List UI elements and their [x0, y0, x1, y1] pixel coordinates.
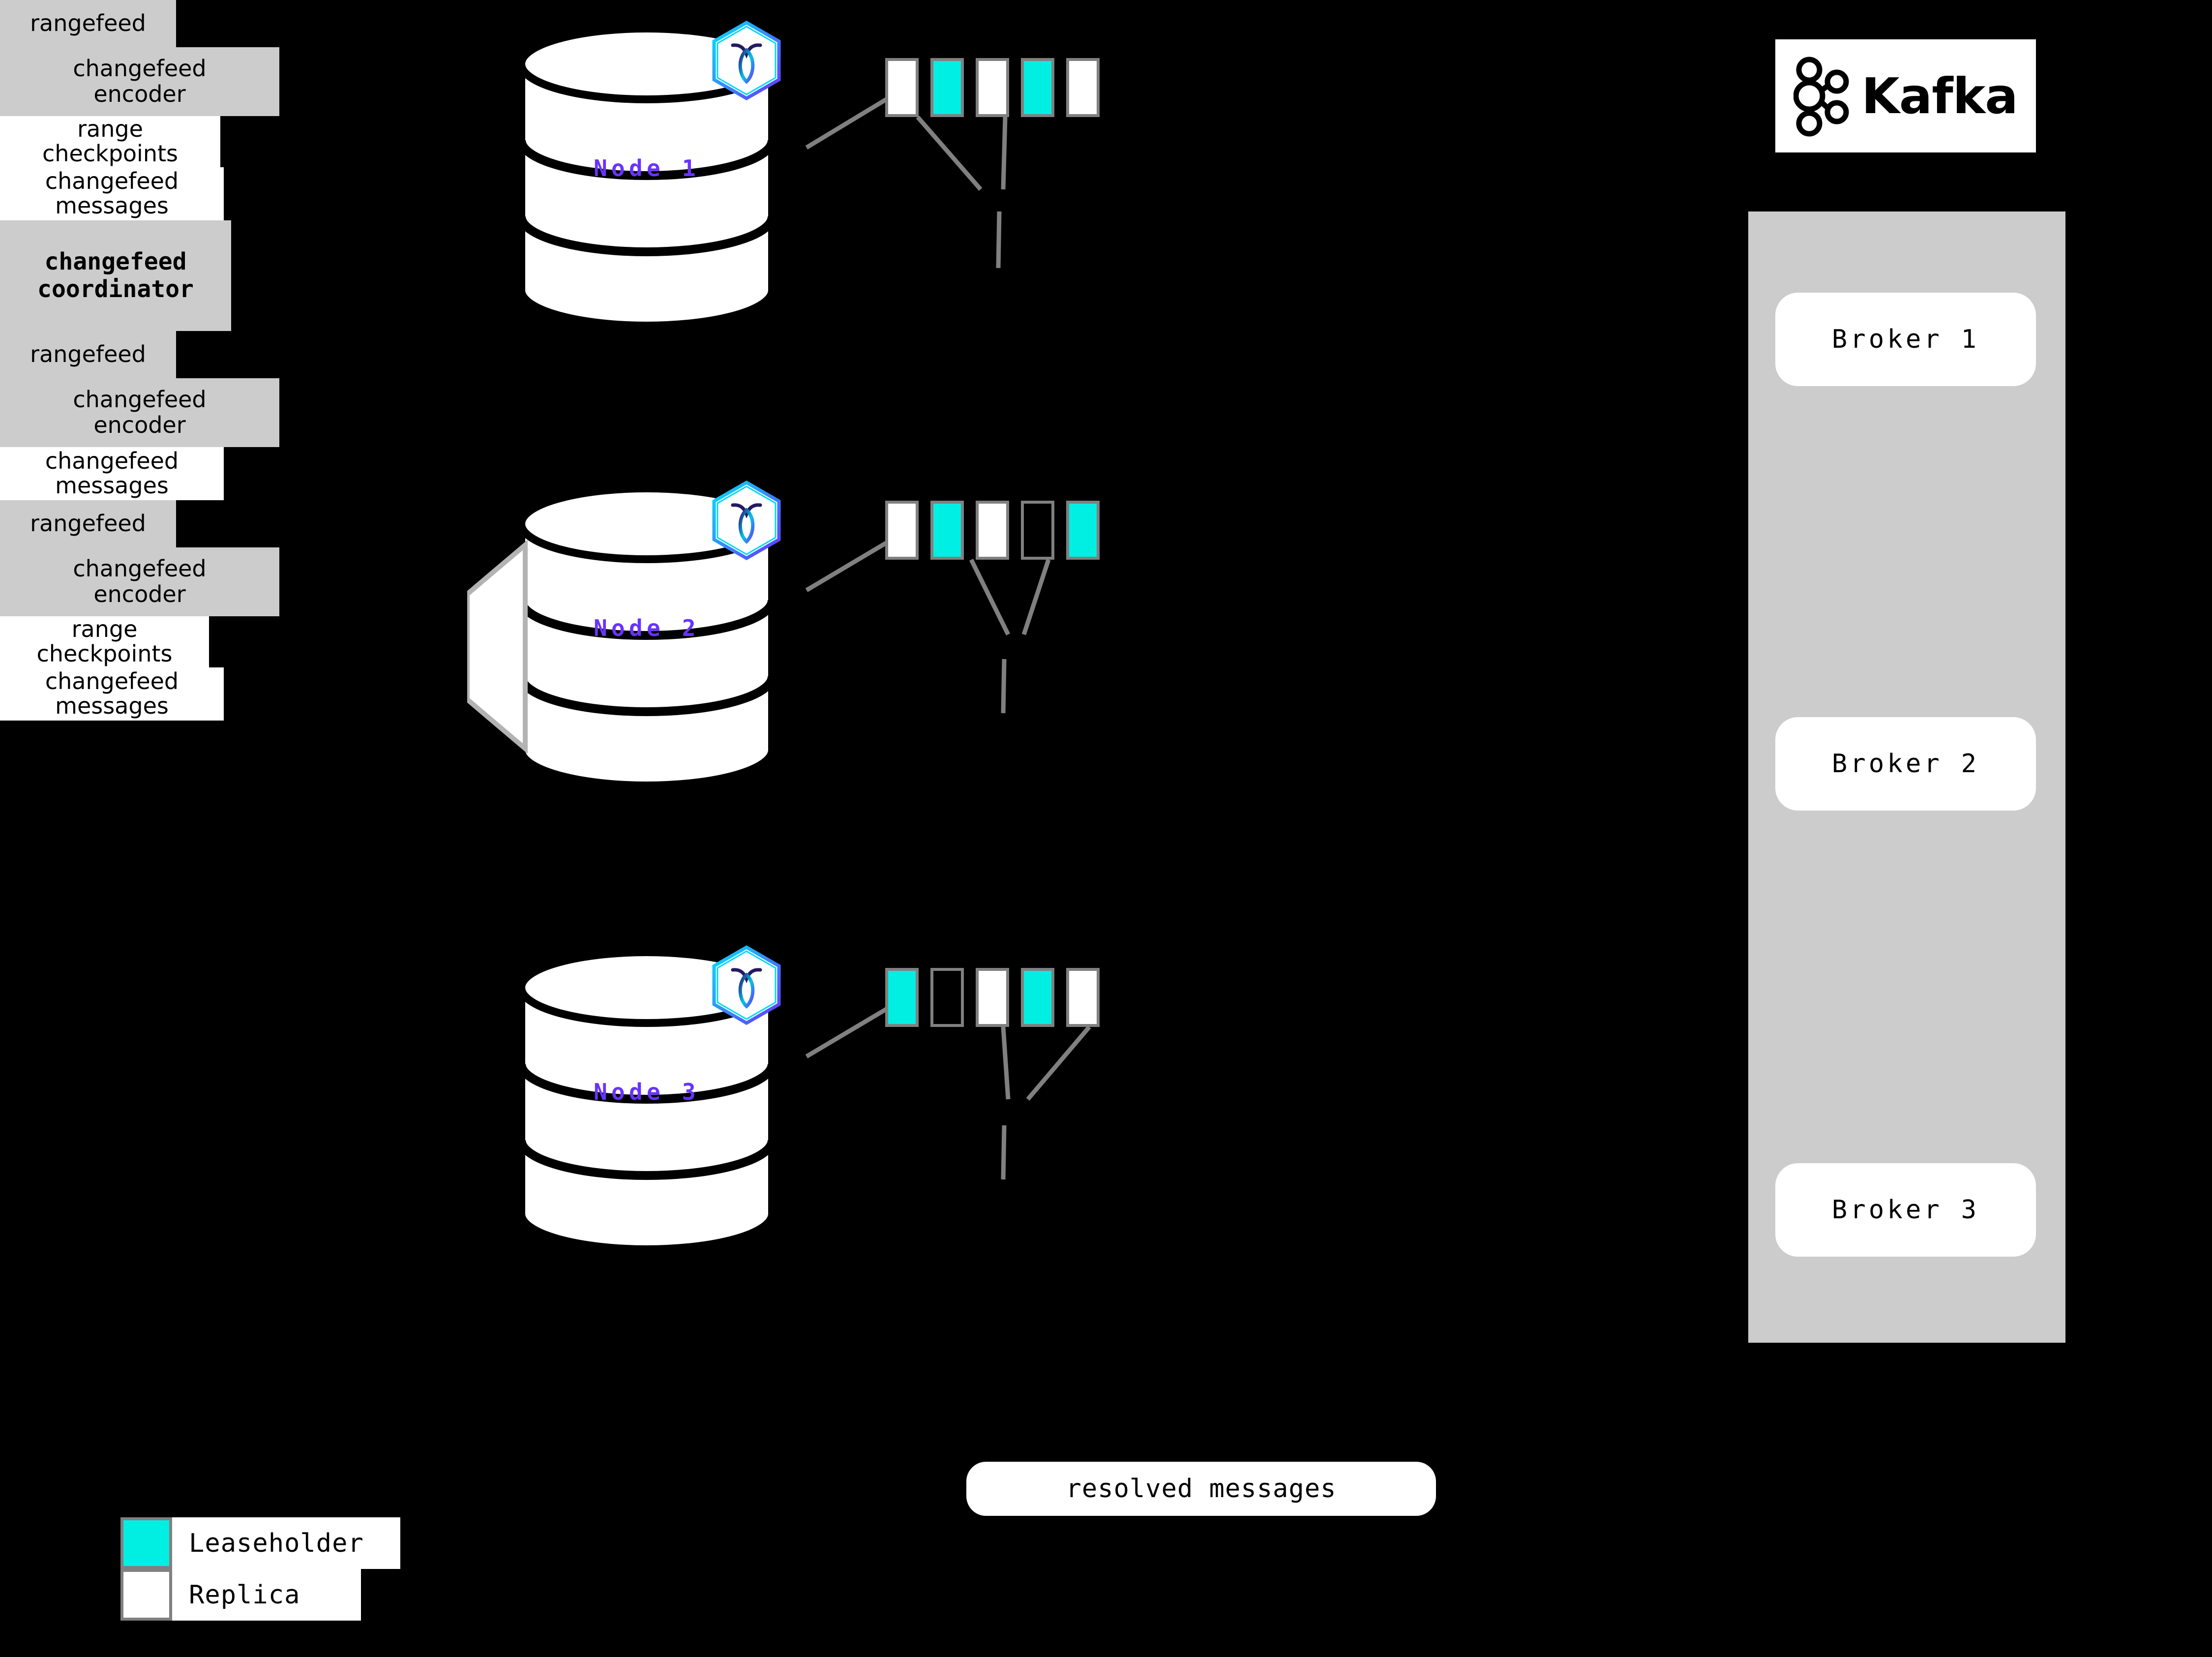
range-box[interactable]: [976, 58, 1009, 117]
checkpoint-line-1: range: [77, 116, 143, 143]
encoder-line-1: changefeed: [73, 55, 207, 82]
messages-line-1: changefeed: [45, 668, 179, 695]
coordinator-line-1: changefeed: [44, 248, 187, 276]
encoder-line-1: changefeed: [73, 386, 207, 413]
range-box[interactable]: [1021, 501, 1054, 560]
legend-swatch-replica: [120, 1569, 172, 1621]
cockroachdb-hexagon-icon-3: [710, 944, 783, 1026]
changefeed-coordinator-box[interactable]: changefeed coordinator: [0, 220, 231, 331]
node-1-cylinder: Node 1: [516, 25, 777, 330]
node-3-rangefeed-box[interactable]: rangefeed: [0, 500, 176, 547]
node-1-range-row: [885, 58, 1100, 117]
encoder-line-2: encoder: [93, 81, 186, 107]
node-2-changefeed-messages-label: changefeed messages: [0, 447, 224, 500]
checkpoint-line-1: range: [71, 616, 138, 643]
legend-label-replica: Replica: [172, 1569, 361, 1621]
checkpoint-line-2: checkpoints: [36, 640, 173, 667]
node-3-range-checkpoints-label: range checkpoints: [0, 616, 209, 667]
resolved-messages-pill[interactable]: resolved messages: [966, 1462, 1436, 1516]
encoder-line-2: encoder: [93, 412, 186, 438]
node-1-changefeed-messages-label: changefeed messages: [0, 167, 224, 220]
node-2-cylinder: Node 2: [516, 484, 777, 789]
broker-2[interactable]: Broker 2: [1775, 717, 2036, 811]
node-2-label: Node 2: [594, 615, 700, 641]
legend-swatch-leaseholder: [120, 1517, 172, 1569]
node-3-range-row: [885, 968, 1100, 1027]
legend-label-leaseholder: Leaseholder: [172, 1517, 400, 1569]
range-box[interactable]: [1066, 968, 1100, 1027]
node-2-changefeed-encoder-box[interactable]: changefeed encoder: [0, 378, 279, 447]
node-2-rangefeed-box[interactable]: rangefeed: [0, 331, 176, 378]
node-2-range-row: [885, 501, 1100, 560]
node-1-rangefeed-box[interactable]: rangefeed: [0, 0, 176, 47]
node-3-changefeed-messages-label: changefeed messages: [0, 667, 224, 721]
kafka-node-graph-icon: [1793, 54, 1853, 138]
broker-1[interactable]: Broker 1: [1775, 293, 2036, 386]
range-box[interactable]: [885, 58, 919, 117]
range-box[interactable]: [976, 968, 1009, 1027]
messages-line-2: messages: [55, 192, 169, 219]
checkpoint-line-2: checkpoints: [42, 140, 178, 167]
messages-line-1: changefeed: [45, 168, 179, 195]
cockroachdb-hexagon-icon-2: [710, 480, 783, 561]
range-box[interactable]: [1021, 968, 1054, 1027]
range-box[interactable]: [930, 501, 964, 560]
range-box[interactable]: [1021, 58, 1054, 117]
messages-line-2: messages: [55, 472, 169, 499]
node-3-label: Node 3: [594, 1079, 700, 1105]
node-1-range-checkpoints-label: range checkpoints: [0, 116, 220, 167]
range-box[interactable]: [885, 968, 919, 1027]
coordinator-line-2: coordinator: [37, 275, 194, 303]
kafka-logo: Kafka: [1775, 39, 2036, 152]
cockroachdb-hexagon-icon-1: [710, 20, 783, 101]
range-box[interactable]: [930, 58, 964, 117]
node-1-changefeed-encoder-box[interactable]: changefeed encoder: [0, 47, 279, 116]
range-box[interactable]: [885, 501, 919, 560]
kafka-wordmark: Kafka: [1861, 67, 2018, 125]
range-box[interactable]: [1066, 58, 1100, 117]
messages-line-1: changefeed: [45, 448, 179, 475]
coordinator-pointer: [465, 536, 546, 757]
node-3-cylinder: Node 3: [516, 948, 777, 1253]
encoder-line-1: changefeed: [73, 555, 207, 582]
range-box[interactable]: [976, 501, 1009, 560]
encoder-line-2: encoder: [93, 581, 186, 607]
range-box[interactable]: [930, 968, 964, 1027]
broker-3[interactable]: Broker 3: [1775, 1163, 2036, 1257]
legend: Leaseholder Replica: [120, 1517, 445, 1635]
range-box[interactable]: [1066, 501, 1100, 560]
node-3-changefeed-encoder-box[interactable]: changefeed encoder: [0, 547, 279, 616]
messages-line-2: messages: [55, 693, 169, 719]
node-1-label: Node 1: [594, 155, 700, 181]
